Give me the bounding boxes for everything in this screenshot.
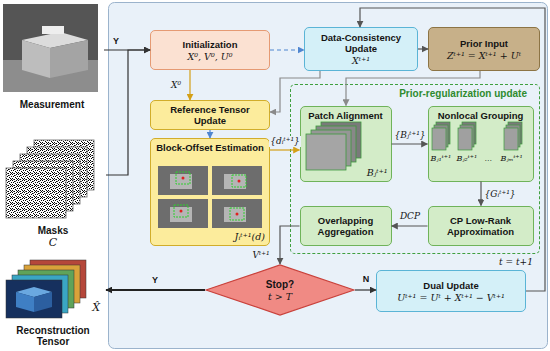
process-box: CP Low-Rank Approximation xyxy=(428,206,534,246)
math-label: X̂ xyxy=(92,302,100,313)
connector xyxy=(392,143,428,144)
math-label: Bⱼₘᵗ⁺¹ xyxy=(501,153,523,164)
node-title: Dual Update xyxy=(423,280,478,291)
offset-thumbnails xyxy=(158,166,262,228)
thumbnail xyxy=(212,166,262,195)
band-frame xyxy=(6,280,62,318)
thumbnail-object xyxy=(170,174,192,189)
decision-diamond: Stop?t > T xyxy=(205,264,355,316)
process-box: Reference Tensor Update xyxy=(150,100,270,130)
band-box-front xyxy=(16,292,34,312)
group-stacks xyxy=(432,122,522,150)
node-title: Measurement xyxy=(20,99,84,110)
math-label: X⁰, V⁰, U⁰ xyxy=(187,51,232,62)
thumbnail xyxy=(158,166,208,195)
math-label: C xyxy=(49,237,57,248)
offset-point xyxy=(180,210,183,213)
connector xyxy=(346,71,480,106)
edge-label: {Bⱼᵗ⁺¹} xyxy=(393,130,426,141)
patch xyxy=(458,128,472,150)
edge-label: N xyxy=(362,274,371,285)
node-title: Block-Offset Estimation xyxy=(156,142,264,153)
node-title: Prior-regularization update xyxy=(399,88,527,99)
band-box-side xyxy=(34,292,52,312)
process-box: Dual UpdateUᵗ⁺¹ = Uᵗ + Xᵗ⁺¹ − Vᵗ⁺¹ xyxy=(376,270,526,312)
math-label: t > T xyxy=(268,291,292,302)
connector xyxy=(355,289,376,290)
connector xyxy=(270,149,300,150)
node-title: Reconstruction Tensor xyxy=(1,325,105,347)
offset-point xyxy=(182,177,185,180)
node-title: Initialization xyxy=(183,39,238,50)
connector xyxy=(106,50,150,175)
search-window xyxy=(174,205,188,217)
math-label: Uᵗ⁺¹ = Uᵗ + Xᵗ⁺¹ − Vᵗ⁺¹ xyxy=(397,292,504,303)
node-title: Masks xyxy=(38,225,69,236)
edge-label: {dᵢᵗ⁺¹} xyxy=(269,136,301,147)
connector xyxy=(392,225,428,226)
reconstruction-stack xyxy=(6,260,86,318)
process-box: Data-Consistency UpdateXᵗ⁺¹ xyxy=(304,27,418,71)
connector xyxy=(270,49,304,50)
edge-label: X⁰ xyxy=(170,80,182,91)
photo-object xyxy=(42,26,64,34)
patch xyxy=(504,128,518,150)
connector xyxy=(189,70,190,100)
patch xyxy=(306,134,346,170)
thumbnail xyxy=(212,199,262,228)
diamond-outline xyxy=(205,264,355,316)
main-panel xyxy=(109,3,548,349)
math-label: Zᵗ⁺¹ = Xᵗ⁺¹ + Uᵗ xyxy=(447,50,521,61)
thumbnail xyxy=(158,199,208,228)
connector xyxy=(360,8,545,291)
thumbnail-object xyxy=(170,207,192,222)
connector xyxy=(209,130,210,138)
edge-label: Vᵗ⁺¹ xyxy=(251,250,270,261)
math-label: ... xyxy=(485,153,493,164)
offset-point xyxy=(238,180,241,183)
edge-label: {Gᵢᵗ⁺¹} xyxy=(483,189,516,200)
edge-label: Y xyxy=(112,36,120,47)
process-box: Overlapping Aggregation xyxy=(300,206,392,246)
patch-stack xyxy=(306,122,361,170)
diamond-shape xyxy=(206,265,354,315)
process-box: Prior InputZᵗ⁺¹ = Xᵗ⁺¹ + Uᵗ xyxy=(428,27,540,71)
masks-stack xyxy=(6,140,94,218)
connector xyxy=(418,48,428,49)
math-label: Bⱼᵗ⁺¹ xyxy=(367,167,388,178)
process-box: InitializationX⁰, V⁰, U⁰ xyxy=(150,30,270,70)
math-label: Jᵢᵗ⁺¹(d) xyxy=(235,231,265,242)
node-title: Overlapping Aggregation xyxy=(305,215,387,237)
thumbnail-object xyxy=(224,207,246,222)
node-title: Data-Consistency Update xyxy=(309,32,413,54)
connector xyxy=(106,289,205,291)
math-label: Bⱼ₂ᵗ⁺¹ xyxy=(457,153,478,164)
search-window xyxy=(230,208,244,220)
node-title: CP Low-Rank Approximation xyxy=(433,215,529,237)
photo-box-side xyxy=(50,40,88,78)
photo-ground xyxy=(3,4,98,92)
node-title: Nonlocal Grouping xyxy=(438,110,524,121)
patch xyxy=(432,128,446,150)
search-window xyxy=(232,175,246,187)
offset-point xyxy=(236,213,239,216)
photo-box-front xyxy=(22,40,50,78)
edge-label: DCP xyxy=(399,211,421,222)
thumbnail-object xyxy=(224,174,246,189)
connector xyxy=(280,226,300,264)
connector xyxy=(480,182,481,206)
node-title: Reference Tensor Update xyxy=(155,104,265,126)
math-label: Xᵗ⁺¹ xyxy=(352,55,370,66)
math-label: Bⱼ₁ᵗ⁺¹ xyxy=(431,153,452,164)
node-title: Patch Alignment xyxy=(308,110,383,121)
edge-label: t = t+1 xyxy=(498,257,534,268)
mask-frame xyxy=(6,168,66,218)
measurement-photo xyxy=(3,4,98,92)
node-title: Prior Input xyxy=(460,38,508,49)
node-title: Stop? xyxy=(266,279,294,290)
search-window xyxy=(176,172,190,184)
connector xyxy=(270,71,320,112)
edge-label: Y xyxy=(151,275,159,286)
